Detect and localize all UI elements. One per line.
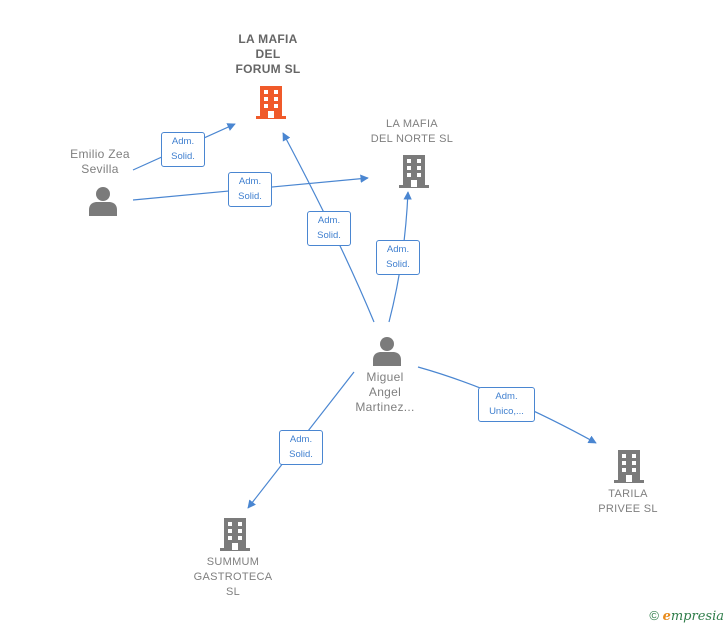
edge-label-line: Solid. [386,259,410,270]
edge-label-line: Adm. [495,391,518,402]
label-line: LA MAFIA [386,118,438,130]
edge-label-line: Adm. [171,136,195,147]
copyright-symbol: © [649,608,659,623]
label-line: PRIVEE SL [598,503,658,515]
person-icon[interactable] [373,336,401,366]
brand-logo: empresia [663,609,724,624]
edge-label-emilio-norte[interactable]: Adm. Solid. [228,172,272,207]
edge-label-line: Adm. [386,244,410,255]
node-label-la-mafia-del-norte[interactable]: LA MAFIA DEL NORTE SL [352,117,472,147]
edge-label-line: Solid. [171,151,195,162]
building-icon[interactable] [256,84,286,120]
label-line: Miguel [366,370,404,384]
edge-label-miguel-norte[interactable]: Adm. Solid. [376,240,420,275]
edge-label-line: Solid. [289,449,313,460]
node-label-summum-gastroteca[interactable]: SUMMUM GASTROTECA SL [183,555,283,600]
edge-label-miguel-tarila[interactable]: Adm. Unico,... [478,387,535,422]
label-line: Angel [368,385,402,399]
node-label-la-mafia-del-forum[interactable]: LA MAFIA DEL FORUM SL [218,32,318,77]
edge-label-emilio-forum[interactable]: Adm. Solid. [161,132,205,167]
label-line: Emilio Zea [70,147,130,161]
edge-label-line: Unico,... [489,406,524,417]
edge-label-line: Adm. [289,434,313,445]
edge-label-line: Adm. [317,215,341,226]
label-line: DEL [255,47,281,61]
label-line: GASTROTECA [193,571,273,583]
label-line: Martinez... [355,400,415,414]
person-icon[interactable] [89,186,117,216]
node-label-emilio-zea-sevilla[interactable]: Emilio Zea Sevilla [50,147,150,177]
label-line: FORUM SL [235,62,301,76]
building-icon[interactable] [220,516,250,552]
building-icon[interactable] [399,153,429,189]
building-icon[interactable] [614,448,644,484]
edge-label-line: Adm. [238,176,262,187]
node-label-tarila-privee[interactable]: TARILA PRIVEE SL [578,487,678,517]
brand-initial: e [662,609,671,624]
label-line: SL [225,586,241,598]
node-label-miguel-angel-martinez[interactable]: Miguel Angel Martinez... [335,370,435,415]
edge-label-line: Solid. [317,230,341,241]
edge-label-line: Solid. [238,191,262,202]
edge-label-miguel-forum[interactable]: Adm. Solid. [307,211,351,246]
label-line: SUMMUM [206,556,260,568]
label-line: Sevilla [81,162,119,176]
label-line: TARILA [608,488,648,500]
label-line: DEL NORTE SL [370,133,454,145]
label-line: LA MAFIA [238,32,298,46]
brand-name: mpresia [670,609,724,624]
edge-label-miguel-summum[interactable]: Adm. Solid. [279,430,323,465]
brand-footer: © empresia [649,608,724,624]
